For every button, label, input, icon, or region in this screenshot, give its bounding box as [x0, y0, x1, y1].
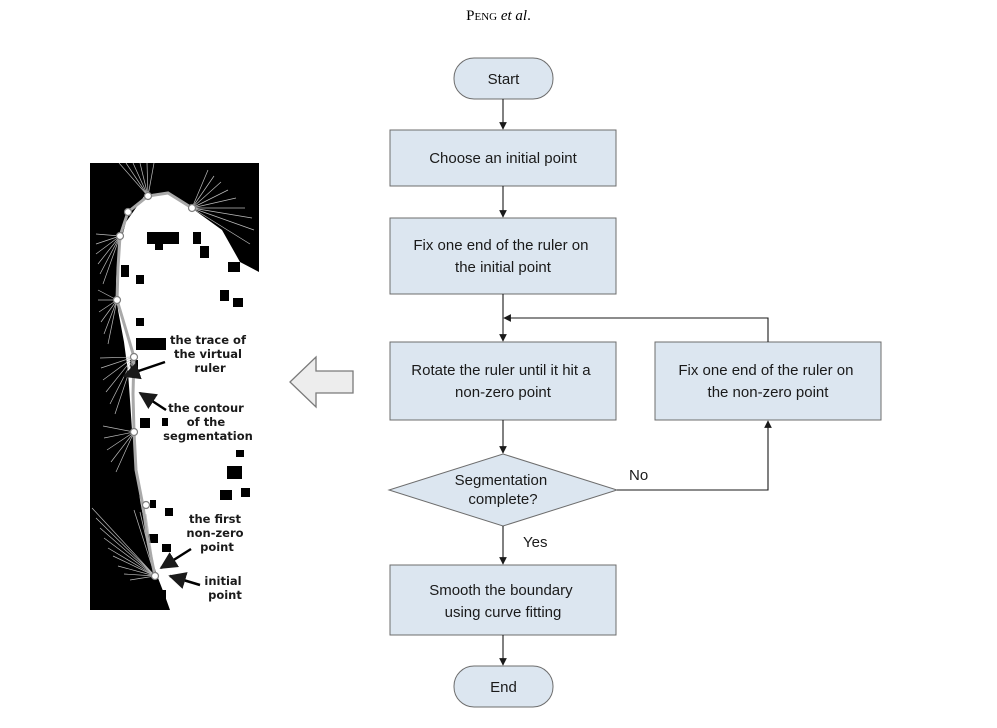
- annotation-first-point: the first non-zero point: [186, 512, 247, 554]
- decision-line-1: Segmentation: [455, 472, 548, 489]
- end-label: End: [490, 679, 517, 696]
- annotation-first-line-2: non-zero: [186, 526, 243, 540]
- annotation-contour: the contour of the segmentation: [163, 401, 253, 443]
- fix-ruler-initial-line-2: the initial point: [455, 259, 552, 276]
- arrow-side-loop-back: [503, 314, 769, 342]
- fix-ruler-nonzero-line-2: the non-zero point: [708, 384, 830, 401]
- fix-ruler-nonzero-box: [654, 341, 882, 421]
- smooth-boundary-line-2: using curve fitting: [445, 604, 562, 621]
- annotation-first-line-1: the first: [189, 512, 242, 526]
- annotation-ruler-line-2: the virtual: [174, 347, 242, 361]
- flowchart: Start Choose an initial point Fix one en…: [387, 57, 882, 708]
- rotate-ruler-box: [389, 341, 617, 421]
- pointer-contour: [138, 391, 167, 412]
- fix-ruler-initial-line-1: Fix one end of the ruler on: [413, 237, 588, 254]
- no-label: No: [629, 467, 648, 484]
- connectors: [499, 99, 772, 666]
- annotation-first-line-3: point: [200, 540, 234, 554]
- annotation-ruler-line-3: ruler: [194, 361, 226, 375]
- running-head-period: .: [527, 8, 531, 24]
- smooth-boundary-line-1: Smooth the boundary: [429, 582, 573, 599]
- yes-label: Yes: [523, 534, 547, 551]
- end-terminal: [453, 665, 554, 708]
- start-label: Start: [488, 71, 521, 88]
- annotation-initial-line-1: initial: [204, 574, 241, 588]
- pointer-initial-point: [168, 572, 201, 589]
- fix-ruler-initial-box: [389, 217, 617, 295]
- running-head: Peng et al.: [0, 8, 997, 25]
- fix-ruler-initial-label: Fix one end of the ruler on the initial …: [413, 237, 592, 276]
- big-left-arrow: [289, 355, 354, 409]
- rotate-ruler-line-1: Rotate the ruler until it hit a: [411, 362, 591, 379]
- annotation-pointers: [122, 360, 201, 589]
- annotation-initial-line-2: point: [208, 588, 242, 602]
- decision-line-2: complete?: [468, 491, 537, 508]
- annotation-contour-line-3: segmentation: [163, 429, 253, 443]
- segmentation-contour: [115, 191, 193, 577]
- fix-ruler-nonzero-line-1: Fix one end of the ruler on: [678, 362, 853, 379]
- segmentation-decision: [387, 453, 619, 527]
- arrow-no-to-side: [617, 420, 772, 491]
- annotation-ruler-line-1: the trace of: [170, 333, 247, 347]
- running-head-author: Peng: [466, 8, 498, 24]
- choose-initial-point-box: [389, 129, 617, 187]
- fix-ruler-nonzero-label: Fix one end of the ruler on the non-zero…: [678, 362, 857, 401]
- pointer-ruler: [122, 360, 166, 380]
- smooth-boundary-box: [389, 564, 617, 636]
- annotation-contour-line-1: the contour: [168, 401, 244, 415]
- pointer-first-point: [159, 547, 192, 570]
- annotation-contour-line-2: of the: [187, 415, 226, 429]
- rotate-ruler-line-2: non-zero point: [455, 384, 552, 401]
- annotation-ruler-trace: the trace of the virtual ruler: [170, 333, 250, 375]
- annotation-initial-point: initial point: [204, 574, 245, 602]
- segmentation-image: the trace of the virtual ruler the conto…: [90, 163, 259, 610]
- smooth-boundary-label: Smooth the boundary using curve fitting: [429, 582, 577, 621]
- decision-label: Segmentation complete?: [455, 472, 552, 508]
- ruler-fans: [91, 163, 255, 581]
- rotate-ruler-label: Rotate the ruler until it hit a non-zero…: [411, 362, 594, 401]
- choose-initial-point-label: Choose an initial point: [429, 150, 577, 167]
- noise-blobs: [121, 232, 250, 602]
- running-head-etal: et al: [500, 8, 528, 24]
- contour-vertices: [112, 191, 197, 581]
